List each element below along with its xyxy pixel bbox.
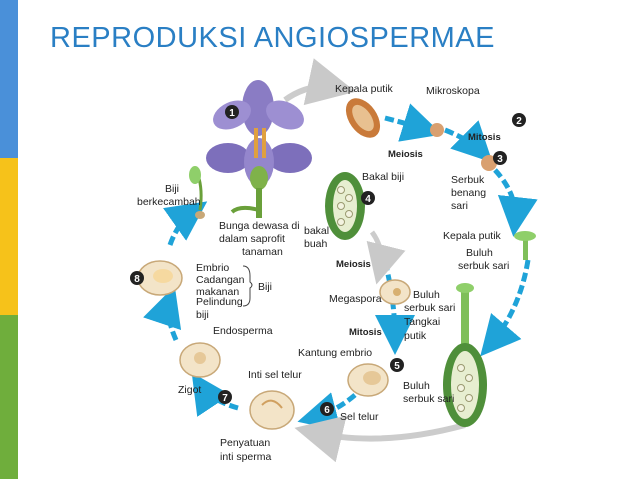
label-bakal-biji: Bakal biji bbox=[362, 171, 404, 183]
stigma-illustration bbox=[514, 231, 536, 260]
step-number-8: 8 bbox=[134, 274, 140, 285]
flower-illustration bbox=[206, 80, 312, 218]
label-buluh-mid-1: Buluh bbox=[413, 289, 440, 301]
label-embrio: Embrio bbox=[196, 262, 229, 274]
label-kepala-putik-right: Kepala putik bbox=[443, 230, 502, 242]
label-buluh-bottom-1: Buluh bbox=[403, 380, 430, 392]
label-kepala-putik-top: Kepala putik bbox=[335, 83, 394, 95]
label-buluh-right-2: serbuk sari bbox=[458, 260, 509, 272]
label-meiosis-mid: Meiosis bbox=[336, 259, 371, 270]
label-tangkai-putik-2: putik bbox=[404, 330, 427, 342]
step-marker-5 bbox=[390, 358, 404, 372]
accent-bar-blue bbox=[0, 0, 18, 158]
diagram-labels: Kepala putik Mikroskopa Meiosis Mitosis … bbox=[137, 83, 509, 463]
step-marker-7 bbox=[218, 390, 232, 404]
accent-bar-green bbox=[0, 315, 18, 479]
step-marker-2 bbox=[512, 113, 526, 127]
label-tangkai-putik-1: Tangkai bbox=[404, 316, 440, 328]
label-buluh-right-1: Buluh bbox=[466, 247, 493, 259]
label-bunga-dewasa-1: Bunga dewasa di bbox=[219, 220, 300, 232]
secondary-arrows bbox=[283, 58, 466, 463]
label-meiosis-top: Meiosis bbox=[388, 149, 423, 160]
label-buluh-bottom-2: serbuk sari bbox=[403, 393, 454, 405]
step-number-5: 5 bbox=[394, 361, 400, 372]
label-penyatuan-1: Penyatuan bbox=[220, 437, 270, 449]
label-pelindung-1: Pelindung bbox=[196, 296, 243, 308]
arrow-zygote-to-seed bbox=[143, 285, 182, 342]
label-bakal-buah-1: bakal bbox=[304, 225, 329, 237]
label-buluh-mid-2: serbuk sari bbox=[404, 302, 455, 314]
step-number-3: 3 bbox=[497, 154, 503, 165]
arrow-seed-to-seedling bbox=[163, 201, 208, 246]
arrow-stigma-to-style bbox=[480, 259, 531, 357]
embryo-sac-illustration bbox=[347, 363, 389, 397]
arrow-pollen-to-stigma bbox=[493, 168, 538, 237]
megaspore-illustration bbox=[379, 279, 411, 305]
label-serbuk-benang-sari-2: benang bbox=[451, 187, 486, 199]
label-biji-berkecambah-1: Biji bbox=[165, 183, 179, 195]
step-marker-6 bbox=[320, 402, 334, 416]
label-cadangan-makanan-1: Cadangan bbox=[196, 274, 245, 286]
slide-title: REPRODUKSI ANGIOSPERMAE bbox=[50, 22, 495, 54]
label-kantung-embrio: Kantung embrio bbox=[298, 347, 372, 359]
label-biji-berkecambah-2: berkecambah bbox=[137, 196, 201, 208]
label-megaspora: Megaspora bbox=[329, 293, 382, 305]
label-cadangan-makanan-2: makanan bbox=[196, 286, 239, 298]
arrow-anther-to-microspore bbox=[384, 103, 443, 142]
label-serbuk-benang-sari-1: Serbuk bbox=[451, 174, 485, 186]
seed-parts-brace bbox=[242, 265, 253, 307]
accent-bar-yellow bbox=[0, 158, 18, 315]
ovary-illustration bbox=[325, 172, 365, 240]
label-serbuk-benang-sari-3: sari bbox=[451, 200, 468, 212]
step-number-6: 6 bbox=[324, 405, 330, 416]
label-inti-sel-telur: Inti sel telur bbox=[248, 369, 302, 381]
step-marker-4 bbox=[361, 191, 375, 205]
step-number-4: 4 bbox=[365, 194, 371, 205]
pollen-grain bbox=[481, 155, 497, 171]
step-number-7: 7 bbox=[222, 393, 228, 404]
anther-illustration bbox=[345, 98, 381, 138]
label-zigot: Zigot bbox=[178, 384, 201, 396]
step-marker-3 bbox=[493, 151, 507, 165]
label-sel-telur: Sel telur bbox=[340, 411, 379, 423]
label-mitosis-top: Mitosis bbox=[468, 132, 501, 143]
style-with-pollen-tube bbox=[443, 283, 487, 427]
seedling-illustration bbox=[189, 166, 205, 219]
label-mitosis-mid: Mitosis bbox=[349, 327, 382, 338]
label-bunga-dewasa-3: tanaman bbox=[242, 246, 283, 258]
label-mikroskopa: Mikroskopa bbox=[426, 85, 480, 97]
zygote-illustration bbox=[179, 342, 221, 378]
label-bakal-buah-2: buah bbox=[304, 238, 328, 250]
step-number-2: 2 bbox=[516, 116, 522, 127]
label-pelindung-2: biji bbox=[196, 309, 209, 321]
step-marker-1 bbox=[225, 105, 239, 119]
fertilization-illustration bbox=[249, 390, 295, 430]
label-biji: Biji bbox=[258, 281, 272, 293]
arrow-fertilization-to-zygote bbox=[191, 372, 239, 417]
step-markers: 1 2 3 4 5 6 7 8 bbox=[130, 105, 526, 416]
label-endosperma: Endosperma bbox=[213, 325, 273, 337]
seed-illustration bbox=[137, 260, 183, 296]
step-number-1: 1 bbox=[229, 108, 235, 119]
arrow-microspore-to-pollen bbox=[444, 120, 493, 163]
label-penyatuan-2: inti sperma bbox=[220, 451, 272, 463]
step-marker-8 bbox=[130, 271, 144, 285]
microspore-cell bbox=[430, 123, 444, 137]
label-bunga-dewasa-2: dalam saprofit bbox=[219, 233, 285, 245]
